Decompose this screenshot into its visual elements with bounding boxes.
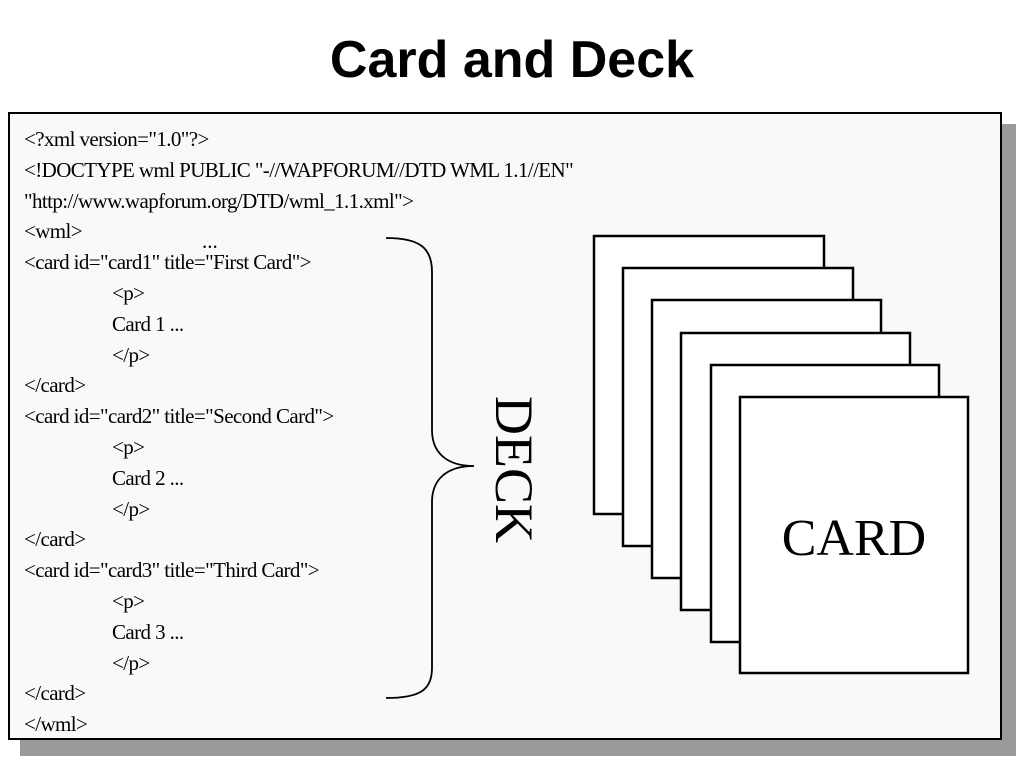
code-ellipsis: ... xyxy=(202,229,218,253)
code-line: <p> xyxy=(112,435,145,459)
code-line: Card 1 ... xyxy=(112,311,184,336)
deck-brace xyxy=(385,237,475,699)
code-line: <card id="card1" title="First Card"> xyxy=(24,250,312,275)
code-line: </wml> xyxy=(24,712,88,737)
code-line: <p> xyxy=(112,589,145,613)
slide-title: Card and Deck xyxy=(329,31,695,89)
front-card xyxy=(738,395,970,675)
code-line: Card 3 ... xyxy=(112,619,184,644)
code-line: </p> xyxy=(112,650,150,675)
code-line: </card> xyxy=(24,373,86,398)
code-line: <?xml version="1.0"?> xyxy=(24,127,209,151)
code-line: <p> xyxy=(112,281,145,305)
code-line: </p> xyxy=(112,342,150,367)
card-label: CARD xyxy=(782,510,926,567)
code-line: <card id="card3" title="Third Card"> xyxy=(24,558,320,583)
code-line: <!DOCTYPE wml PUBLIC "-//WAPFORUM//DTD W… xyxy=(24,157,574,182)
card-stack xyxy=(592,234,970,675)
deck-label: DECK xyxy=(484,396,544,543)
code-line: </card> xyxy=(24,681,86,706)
code-line: </card> xyxy=(24,527,86,552)
code-line: "http://www.wapforum.org/DTD/wml_1.1.xml… xyxy=(24,188,414,213)
code-line: <wml> xyxy=(24,219,83,244)
code-line: </p> xyxy=(112,496,150,521)
code-line: <card id="card2" title="Second Card"> xyxy=(24,404,334,429)
code-line: Card 2 ... xyxy=(112,465,184,490)
